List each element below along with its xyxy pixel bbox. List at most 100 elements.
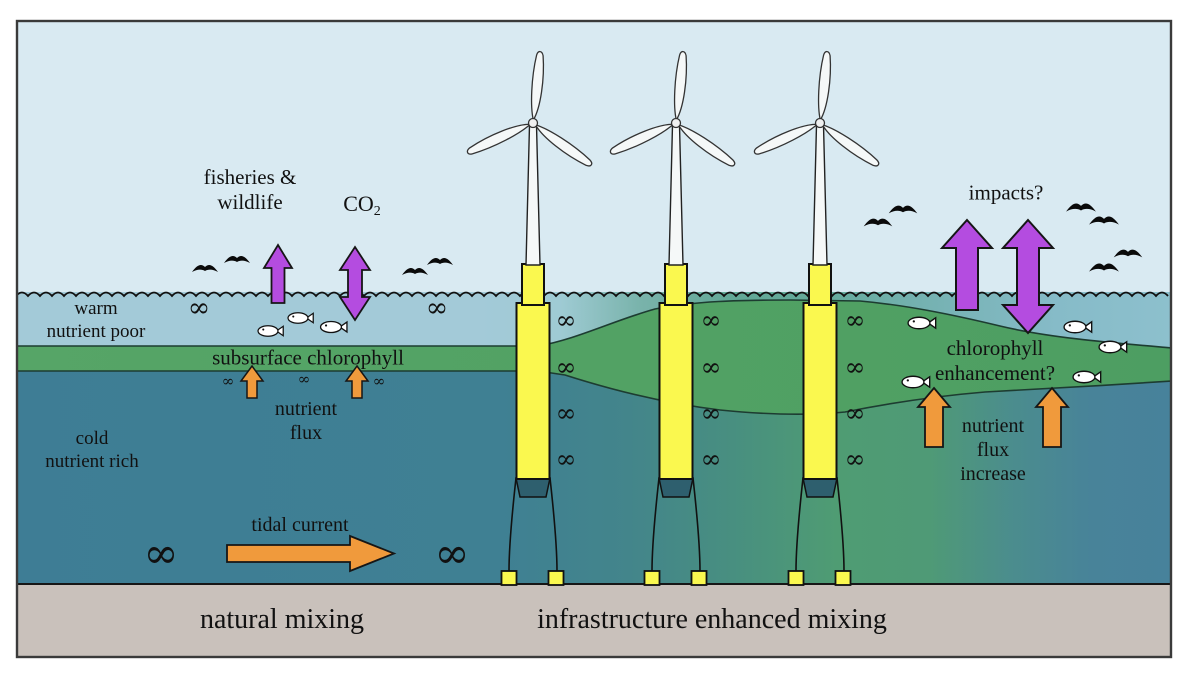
nutrient-flux-increase-arrow	[1034, 386, 1070, 448]
turbine-blade	[673, 50, 688, 122]
turbulence-icon: ∞	[701, 353, 722, 382]
nutrient-flux-arrow	[239, 364, 265, 399]
bird-icon	[427, 257, 453, 265]
nfi-line1: nutrient	[961, 415, 1025, 437]
fish-icon	[287, 312, 314, 324]
natural-mixing-caption: natural mixing	[199, 604, 365, 636]
bird-icon	[1113, 249, 1143, 258]
turbine-blade	[753, 123, 819, 155]
cold-deep-layer	[17, 371, 1171, 584]
fisheries-line1: fisheries &	[203, 164, 297, 189]
turbine-parts	[609, 50, 736, 586]
seabed	[17, 583, 1171, 657]
bird-icon	[224, 255, 250, 263]
fish-icon	[257, 325, 284, 337]
anchor-block	[547, 570, 565, 586]
mooring-line	[549, 477, 558, 572]
turbulence-icon: ∞	[556, 306, 577, 335]
anchor-block	[500, 570, 518, 586]
bird-icon	[1066, 203, 1096, 212]
warm-line2: nutrient poor	[46, 321, 146, 342]
impacts-label: impacts?	[968, 180, 1044, 205]
nutrient-flux-label: nutrient flux	[275, 397, 337, 445]
turbulence-icon: ∞	[845, 399, 866, 428]
turbulence-icon: ∞	[845, 445, 866, 474]
bird-icon	[1089, 216, 1119, 225]
turbulence-icon: ∞	[556, 445, 577, 474]
rotor-hub	[814, 117, 826, 129]
mooring-line	[508, 477, 517, 572]
arrow-group	[226, 218, 1070, 573]
nutrient-flux-increase-arrow	[916, 386, 952, 448]
bird-group	[192, 203, 1143, 275]
nutrient-flux-increase-label: nutrient flux increase	[960, 414, 1026, 486]
rotor-hub	[670, 117, 682, 129]
nfi-line3: increase	[960, 463, 1026, 485]
turbulence-icon-large: ∞	[435, 529, 470, 578]
keel	[515, 477, 551, 498]
tidal-current-label: tidal current	[251, 514, 349, 536]
cold-layer-label: cold nutrient rich	[45, 428, 138, 474]
turbulence-icon: ∞	[701, 445, 722, 474]
impacts-up-arrow	[939, 218, 995, 311]
figure-border	[15, 19, 1173, 659]
keel	[802, 477, 838, 498]
air-sea-up-arrow	[262, 243, 294, 304]
turbine-blade	[821, 123, 880, 167]
turbulence-icon: ∞	[556, 353, 577, 382]
rotor	[609, 50, 736, 167]
turbulence-icon: ∞	[188, 293, 211, 324]
platform-top	[808, 263, 832, 306]
turbulence-icon: ∞	[701, 306, 722, 335]
fish-icon	[901, 375, 931, 389]
cold-line1: cold	[75, 428, 109, 450]
co2-base: CO	[343, 191, 374, 217]
chlorophyll-band	[17, 299, 1171, 415]
wind-turbine-3	[753, 50, 880, 586]
turbulence-icon: ∞	[701, 399, 722, 428]
anchor-block	[787, 570, 805, 586]
rotor	[753, 50, 880, 167]
bird-icon	[192, 264, 218, 272]
platform-top	[521, 263, 545, 306]
warm-layer-label: warm nutrient poor	[47, 298, 146, 344]
anchor-block	[643, 570, 661, 586]
turbine-blade	[534, 123, 593, 167]
subsurface-chlorophyll-label: subsurface chlorophyll	[212, 345, 404, 370]
chloro-enh-line1: chlorophyll	[946, 335, 1044, 360]
sky-layer	[17, 21, 1171, 295]
turbine-blade	[677, 123, 736, 167]
turbine-blade	[530, 50, 545, 122]
fish-icon	[907, 316, 937, 330]
co2-exchange-double-arrow	[338, 245, 372, 322]
cold-line2: nutrient rich	[45, 451, 139, 472]
warm-line1: warm	[74, 298, 118, 320]
chloro-enh-line2: enhancement?	[934, 361, 1056, 385]
platform-top	[664, 263, 688, 306]
mooring-line	[795, 477, 804, 572]
nutrient-flux-line1: nutrient	[274, 398, 338, 420]
turbine-blade	[466, 123, 532, 155]
wind-turbine-1	[466, 50, 593, 586]
fish-icon	[1098, 340, 1128, 354]
anchor-block	[834, 570, 852, 586]
bird-icon	[863, 218, 893, 227]
co2-subscript: 2	[373, 204, 381, 220]
fisheries-wildlife-label: fisheries & wildlife	[204, 165, 297, 215]
turbulence-icon: ∞	[556, 399, 577, 428]
turbine-blade	[817, 50, 832, 122]
infrastructure-mixing-caption: infrastructure enhanced mixing	[537, 604, 887, 636]
nutrient-flux-line2: flux	[289, 422, 323, 444]
turbine-parts	[753, 50, 880, 586]
co2-label: CO2	[343, 191, 381, 221]
floating-platform	[515, 302, 551, 480]
floating-platform	[658, 302, 694, 480]
anchor-block	[690, 570, 708, 586]
floating-platform	[802, 302, 838, 480]
tidal-current-arrow	[226, 534, 397, 573]
mooring-line	[692, 477, 701, 572]
nfi-line2: flux	[976, 439, 1010, 461]
keel	[658, 477, 694, 498]
wind-turbine-2	[609, 50, 736, 586]
